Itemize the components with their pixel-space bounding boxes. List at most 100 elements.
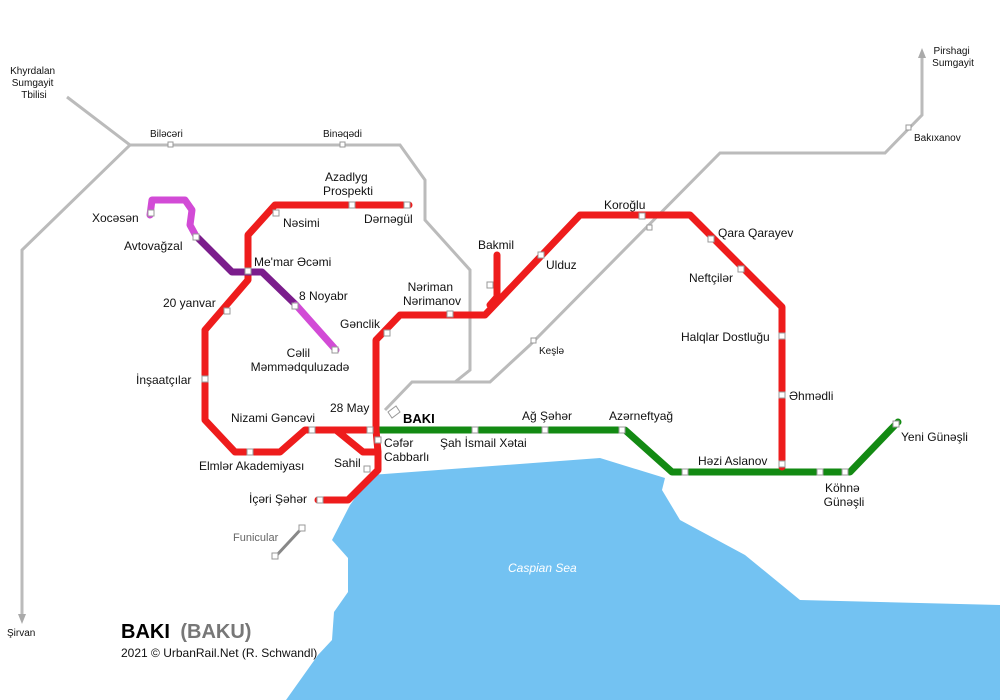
label-azadlyg-2: Prospekti xyxy=(323,184,373,198)
rail-halt-koroglu xyxy=(646,224,653,231)
label-celil-1: Cəlil xyxy=(287,346,310,360)
label-kohne-1: Köhnə xyxy=(825,481,860,495)
stn-marker-nizami xyxy=(308,426,316,434)
funicular xyxy=(271,524,306,560)
stn-marker-sahil xyxy=(363,465,371,473)
suburban-rail xyxy=(20,55,924,618)
label-baki: BAKI xyxy=(403,411,435,426)
label-neftciler: Neftçilər xyxy=(689,271,733,285)
stn-marker-xocesen xyxy=(147,209,155,217)
rail-label-biladjari: Biləcəri xyxy=(150,129,183,140)
stn-marker-28may xyxy=(366,426,374,434)
rail-arrow-south xyxy=(18,614,26,624)
stn-marker-8noyabr xyxy=(291,302,299,310)
stn-marker-20yanvar xyxy=(223,307,231,315)
stn-marker-yeni xyxy=(892,420,900,428)
caspian-sea-label: Caspian Sea xyxy=(508,561,577,575)
rail-north-loop xyxy=(130,143,472,412)
label-cefer-2: Cabbarlı xyxy=(384,450,429,464)
rail-label-pirshagi-2: Sumgayit xyxy=(932,58,974,69)
label-celil-2: Məmmədquluzadə xyxy=(251,360,350,374)
stn-marker-koroglu xyxy=(638,212,646,220)
label-avtovagzal: Avtovağzal xyxy=(124,239,182,253)
map-title: BAKI (BAKU) xyxy=(121,621,251,643)
violet-line-north xyxy=(146,196,200,240)
rail-halts xyxy=(18,48,926,624)
rail-label-pirshagi-1: Pirshagi xyxy=(934,46,970,57)
map-title-main: BAKI xyxy=(121,621,170,643)
label-nesimi: Nəsimi xyxy=(283,216,320,230)
label-insaatcilar: İnşaatçılar xyxy=(136,373,191,387)
stn-marker-azadlyg xyxy=(348,201,356,209)
red-line-depot-spur xyxy=(486,251,501,309)
map-title-sub: (BAKU) xyxy=(180,621,251,643)
stn-marker-cefer xyxy=(374,436,382,444)
stn-marker-celil xyxy=(331,346,339,354)
rail-halt-bilajari xyxy=(167,141,174,148)
label-kohne: Köhnə Günəşli xyxy=(824,481,865,509)
stn-marker-dernegul xyxy=(403,201,411,209)
label-ehmedli: Əhmədli xyxy=(789,389,833,403)
rail-label-binaqadi: Binəqədi xyxy=(323,129,362,140)
stn-marker-sah-ismail xyxy=(471,426,479,434)
stn-marker-nesimi xyxy=(272,209,280,217)
rail-pirshagi-line xyxy=(455,55,924,384)
rail-label-kesla: Keşlə xyxy=(539,346,564,357)
label-20-yanvar: 20 yanvar xyxy=(163,296,216,310)
stn-marker-bakmil xyxy=(486,281,494,289)
funicular-upper-station xyxy=(298,524,306,532)
rail-label-shirvan: Şirvan xyxy=(7,628,35,639)
stn-marker-ehmedli xyxy=(778,391,786,399)
label-28-may: 28 May xyxy=(330,401,369,415)
label-memar-acemi: Me'mar Əcəmi xyxy=(254,255,331,269)
label-cefer-1: Cəfər xyxy=(384,436,413,450)
label-celil: Cəlil Məmmədquluzadə xyxy=(251,346,350,374)
rail-label-west: Khyrdalan Sumgayit Tbilisi xyxy=(10,66,58,101)
baki-rail-station-marker xyxy=(387,405,401,419)
label-hezi: Həzi Aslanov xyxy=(698,454,767,468)
red-line-east xyxy=(372,211,786,471)
stn-marker-qara xyxy=(707,235,715,243)
rail-halt-binaqadi xyxy=(339,141,346,148)
stn-marker-ulduz xyxy=(537,251,545,259)
label-yeni: Yeni Günəşli xyxy=(901,430,968,444)
rail-label-bakixanov: Bakıxanov xyxy=(914,133,961,144)
label-cefer: Cəfər Cabbarlı xyxy=(384,436,429,464)
rail-halt-bakixanov xyxy=(905,124,912,131)
funicular-lower-station xyxy=(271,552,279,560)
red-line-main xyxy=(201,201,413,504)
rail-label-tbilisi: Tbilisi xyxy=(21,90,47,101)
stn-marker-ag-seher xyxy=(541,426,549,434)
label-azadlyg-1: Azadlyg xyxy=(325,170,368,184)
label-halqlar: Halqlar Dostluğu xyxy=(681,330,770,344)
stn-marker-elmler xyxy=(246,448,254,456)
label-xocesen: Xocəsən xyxy=(92,211,139,225)
stn-marker-green-1 xyxy=(681,468,689,476)
stn-marker-halqlar xyxy=(778,332,786,340)
label-koroglu: Koroğlu xyxy=(604,198,645,212)
stn-marker-azerneftyag xyxy=(618,426,626,434)
label-azerneftyag: Azərneftyağ xyxy=(609,409,673,423)
label-sah-ismail: Şah İsmail Xətai xyxy=(440,436,527,450)
rail-west-branch xyxy=(20,95,133,618)
stn-marker-avtovagzal xyxy=(192,233,200,241)
rail-halt-kesla xyxy=(530,337,537,344)
label-icari-sahar: İçəri Şəhər xyxy=(249,492,307,506)
label-neriman: Nəriman Nərimanov xyxy=(403,280,461,308)
label-kohne-2: Günəşli xyxy=(824,495,865,509)
stn-marker-memar xyxy=(244,267,252,275)
label-genclik: Gənclik xyxy=(340,317,381,331)
label-qara-qarayev: Qara Qarayev xyxy=(718,226,793,240)
label-dernegul: Dərnəgül xyxy=(364,212,413,226)
stn-marker-neriman xyxy=(446,310,454,318)
station-markers xyxy=(147,201,900,504)
funicular-label: Funicular xyxy=(233,532,279,544)
stn-marker-hezi xyxy=(778,460,786,468)
rail-label-pirshagi: Pirshagi Sumgayit xyxy=(932,46,974,69)
label-neriman-1: Nəriman xyxy=(408,280,453,294)
stn-marker-kohne xyxy=(841,468,849,476)
violet-line-south xyxy=(292,301,340,354)
stn-marker-genclik xyxy=(383,329,391,337)
